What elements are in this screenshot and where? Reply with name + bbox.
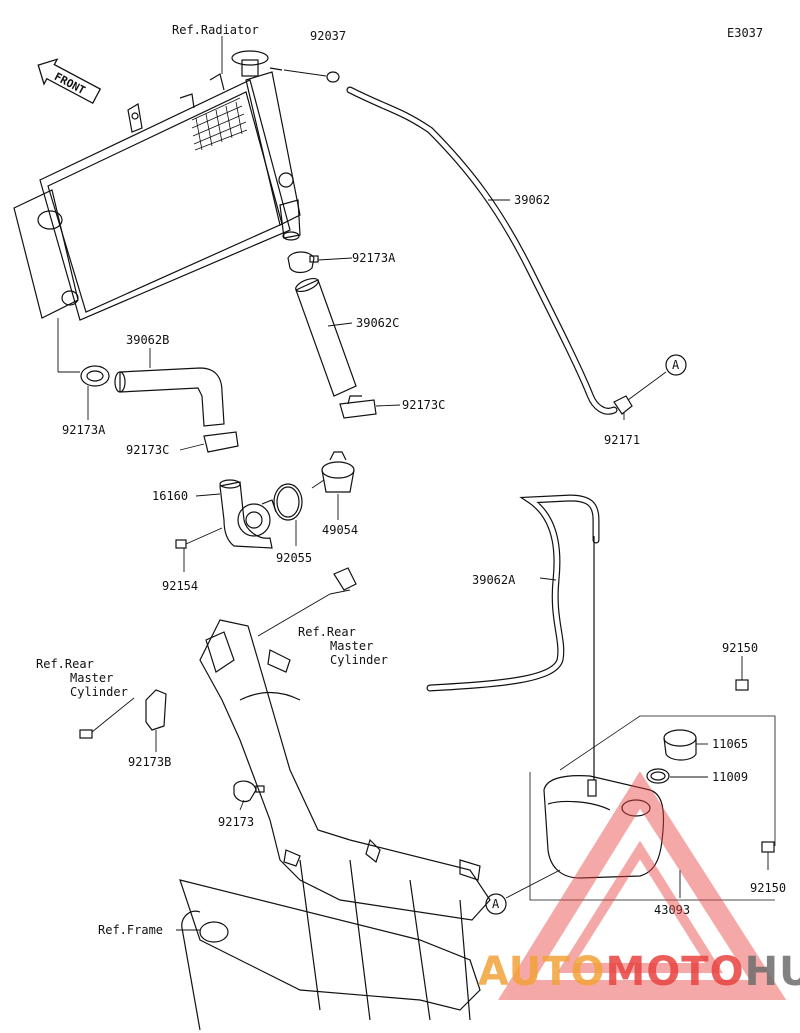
hose-39062B (114, 367, 225, 427)
part-label-92173A-left: 92173A (62, 423, 106, 437)
hose-39062 (346, 86, 618, 415)
ref-frame-label: Ref.Frame (98, 923, 163, 937)
part-label-39062A: 39062A (472, 573, 516, 587)
clamp-92173A-top (287, 251, 319, 274)
radiator (13, 50, 301, 321)
part-label-39062B: 39062B (126, 333, 169, 347)
clamp-92037 (269, 67, 340, 83)
clamp-92173 (233, 780, 265, 803)
pipe-16160 (219, 479, 277, 549)
diagram-code: E3037 (727, 26, 763, 40)
part-label-16160: 16160 (152, 489, 188, 503)
ref-rear-master-cylinder-right-2: Master (330, 639, 373, 653)
cap-11065 (663, 729, 697, 761)
part-label-92173B: 92173B (128, 755, 171, 769)
frame (179, 619, 491, 1031)
clamp-92173C-top (339, 395, 377, 419)
clamp-92173A-left (80, 365, 110, 387)
part-label-92173C-top: 92173C (402, 398, 445, 412)
ref-rear-master-cylinder-left-2: Master (70, 671, 113, 685)
part-label-92173A-top: 92173A (352, 251, 396, 265)
part-label-92150-top: 92150 (722, 641, 758, 655)
reservoir-assembly-frame (529, 715, 776, 901)
clamp-92173C-left (203, 431, 239, 453)
ref-rear-master-cylinder-left-1: Ref.Rear (36, 657, 94, 671)
part-label-39062: 39062 (514, 193, 550, 207)
reservoir-43093 (543, 536, 665, 879)
ref-rear-master-cylinder-right-1: Ref.Rear (298, 625, 356, 639)
svg-text:AUTOMOTOHUB: AUTOMOTOHUB (478, 949, 800, 995)
watermark-hub: HUB (745, 949, 800, 995)
ref-rear-master-cylinder-right-3: Cylinder (330, 653, 388, 667)
hose-39062C (295, 277, 357, 397)
watermark-moto: MOTO (606, 949, 745, 995)
ref-rear-master-cylinder-left-3: Cylinder (70, 685, 128, 699)
clamp-92173B (79, 689, 167, 739)
watermark-logo: AUTOMOTOHUB (478, 771, 800, 1000)
part-label-39062C: 39062C (356, 316, 399, 330)
oring-92055 (273, 483, 303, 521)
watermark-triangle-icon (498, 771, 787, 1000)
bolt-92150-bottom (761, 841, 775, 853)
part-label-92171: 92171 (604, 433, 640, 447)
bolt-92154 (175, 527, 223, 549)
callout-a-top: A (672, 358, 680, 372)
watermark-auto: AUTO (478, 949, 606, 995)
seal-11009 (646, 768, 670, 784)
part-label-92154: 92154 (162, 579, 198, 593)
part-label-92150-bottom: 92150 (750, 881, 786, 895)
callout-a-bottom-group: A (485, 869, 561, 915)
part-label-11009: 11009 (712, 770, 748, 784)
callout-a-bottom: A (492, 897, 500, 911)
clamp-92171: A (613, 354, 687, 415)
part-label-92173C-left: 92173C (126, 443, 169, 457)
bolt-92150-top (735, 679, 749, 691)
part-label-92173: 92173 (218, 815, 254, 829)
front-arrow-icon: FRONT (37, 58, 102, 105)
leader-lines (57, 36, 769, 931)
part-label-11065: 11065 (712, 737, 748, 751)
thermostat-49054 (311, 451, 355, 493)
part-label-92037: 92037 (310, 29, 346, 43)
part-label-92055: 92055 (276, 551, 312, 565)
hose-39062A (426, 494, 600, 692)
ref-radiator-label: Ref.Radiator (172, 23, 259, 37)
part-label-43093: 43093 (654, 903, 690, 917)
bracket-rear-master-cylinder (333, 567, 357, 591)
part-label-49054: 49054 (322, 523, 358, 537)
